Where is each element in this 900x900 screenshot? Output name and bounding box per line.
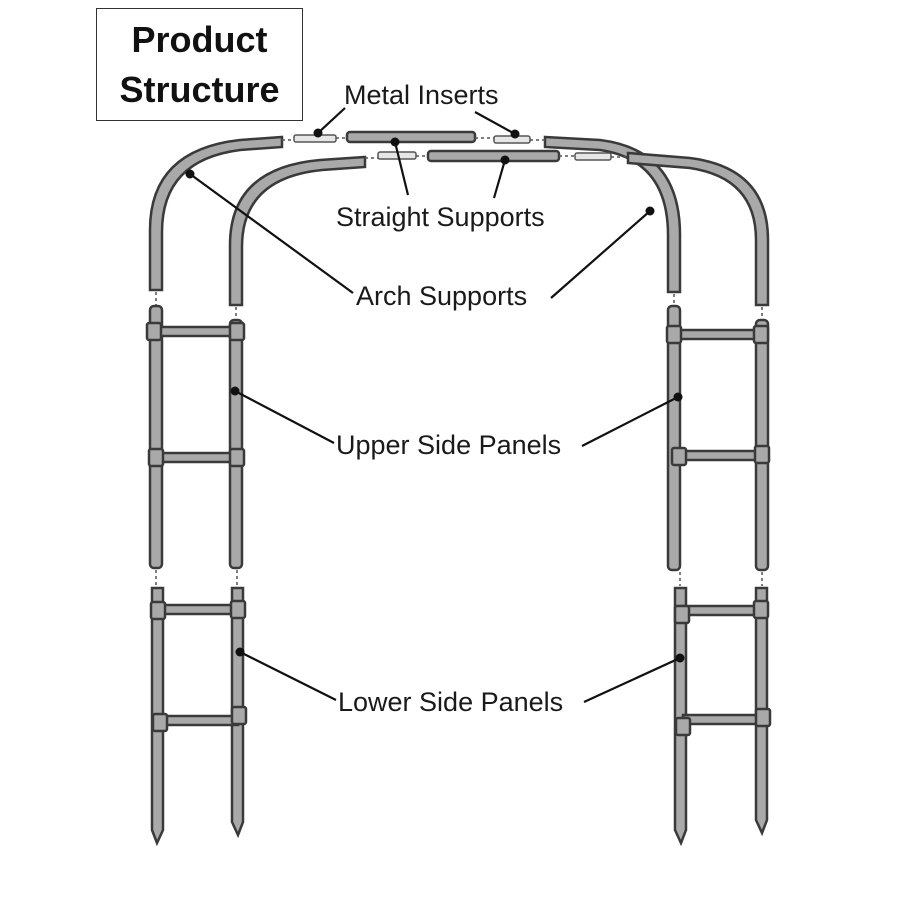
upper-side-panel-left bbox=[145, 304, 246, 570]
arch-support-back-left bbox=[148, 135, 284, 292]
leaders-arch-supports bbox=[185, 169, 655, 299]
arch-support-front-right bbox=[626, 151, 770, 307]
straight-support-front bbox=[426, 149, 561, 163]
leaders-upper-side-panels bbox=[230, 386, 683, 447]
title-line-1: Product bbox=[131, 18, 268, 60]
label-arch-supports: Arch Supports bbox=[356, 281, 527, 311]
label-lower-side-panels: Lower Side Panels bbox=[338, 687, 563, 717]
title-box: Product Structure bbox=[96, 8, 303, 121]
lower-side-panel-left bbox=[149, 586, 248, 847]
lower-side-panel-right bbox=[673, 586, 772, 847]
upper-side-panel-right bbox=[665, 304, 771, 572]
straight-support-back bbox=[345, 130, 477, 144]
leaders-lower-side-panels bbox=[235, 647, 685, 703]
title-line-2: Structure bbox=[119, 68, 280, 110]
arch-support-front-left bbox=[228, 155, 367, 307]
label-straight-supports: Straight Supports bbox=[336, 202, 545, 232]
label-upper-side-panels: Upper Side Panels bbox=[336, 430, 561, 460]
label-metal-inserts: Metal Inserts bbox=[344, 80, 499, 110]
leaders-straight-supports bbox=[390, 137, 510, 199]
leaders-metal-inserts bbox=[313, 107, 520, 139]
metal-insert-4 bbox=[574, 152, 612, 161]
